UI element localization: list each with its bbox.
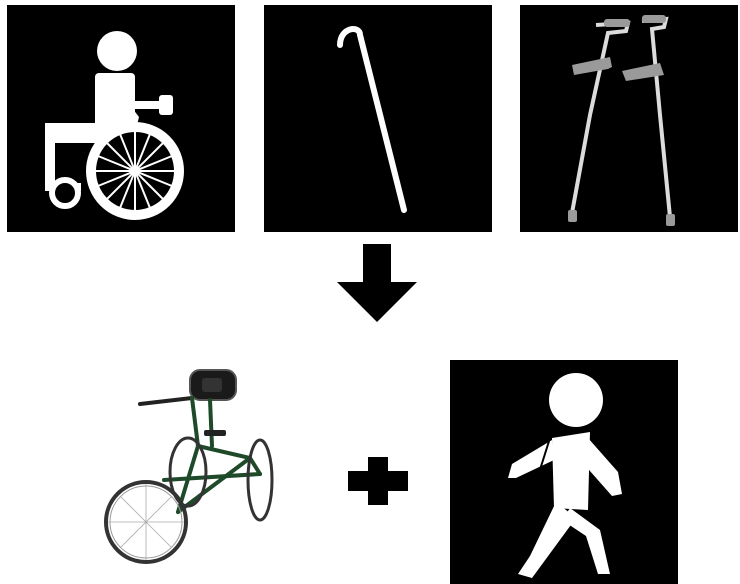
walking-person-tile: [450, 360, 678, 584]
forearm-crutches-icon: [520, 5, 738, 232]
plus-icon: [348, 457, 408, 505]
walking-person-icon: [450, 360, 678, 584]
cane-tile: [264, 5, 492, 232]
race-runner-trike-icon: [100, 362, 280, 580]
down-arrow-icon: [337, 244, 417, 322]
wheelchair-user-icon: [7, 5, 235, 232]
wheelchair-tile: [7, 5, 235, 232]
crutches-tile: [520, 5, 738, 232]
walking-cane-icon: [264, 5, 492, 232]
